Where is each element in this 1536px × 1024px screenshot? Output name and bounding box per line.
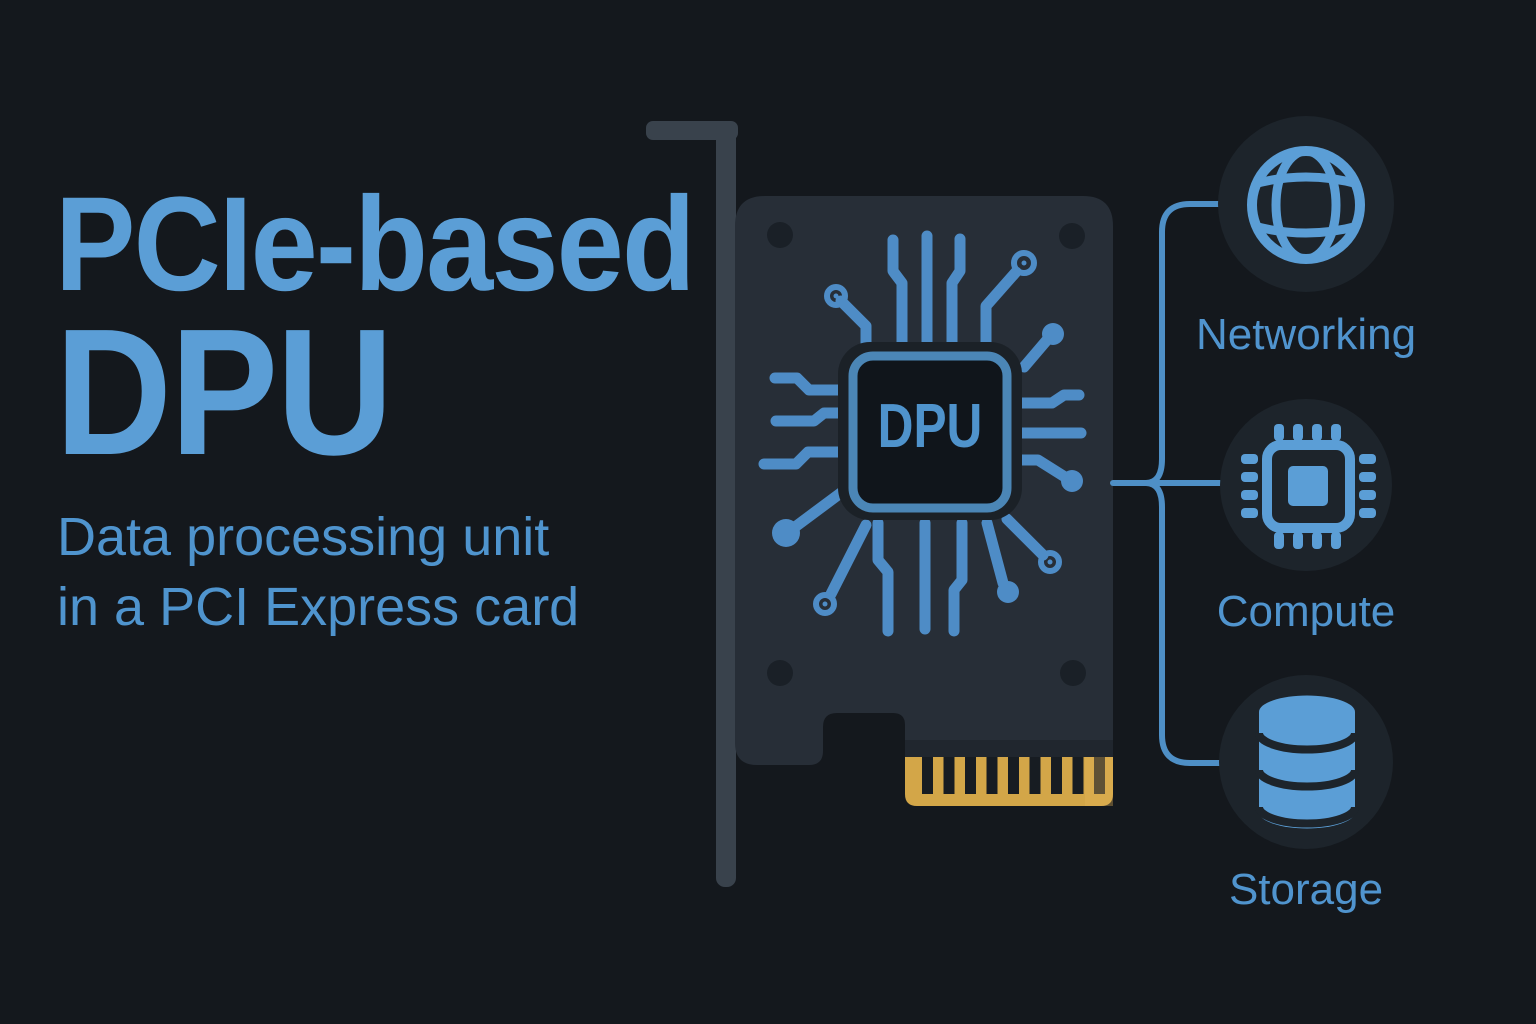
feature-label-networking: Networking xyxy=(1195,310,1417,359)
via-pad-icon xyxy=(772,519,800,547)
circuit-traces xyxy=(758,230,1087,637)
subtitle-line2: in a PCI Express card xyxy=(57,577,580,637)
via-ring-icon xyxy=(1011,250,1037,276)
via-ring-icon xyxy=(824,284,848,308)
gold-finger-slots xyxy=(922,757,1105,794)
via-pad-icon xyxy=(997,581,1019,603)
bracket-hook xyxy=(646,121,738,140)
subtitle-line1: Data processing unit xyxy=(57,507,550,567)
via-ring-icon xyxy=(813,592,837,616)
screw-hole-icon xyxy=(767,222,793,248)
feature-label-storage: Storage xyxy=(1228,865,1384,914)
cpu-chip-icon xyxy=(1241,424,1376,549)
gold-edge-connector xyxy=(905,740,1113,806)
via-pad-icon xyxy=(1042,323,1064,345)
networking-circle xyxy=(1218,116,1394,292)
gold-highlight xyxy=(1085,757,1113,806)
main-title-line2: DPU xyxy=(55,292,393,493)
bracket-bar xyxy=(716,121,736,887)
screw-hole-icon xyxy=(1059,223,1085,249)
dpu-chip xyxy=(838,342,1022,520)
via-pad-icon xyxy=(1061,470,1083,492)
globe-icon xyxy=(1247,146,1365,264)
trace-endpoints xyxy=(772,250,1083,616)
cpu-pins xyxy=(1241,424,1376,549)
feature-label-compute: Compute xyxy=(1216,587,1396,636)
chip-die-frame xyxy=(848,351,1012,513)
dpu-chip-label: DPU xyxy=(877,392,983,461)
via-ring-icon xyxy=(1038,550,1062,574)
pcie-bracket xyxy=(646,121,738,887)
screw-hole-icon xyxy=(1060,660,1086,686)
database-icon xyxy=(1255,695,1359,829)
feature-brace xyxy=(1110,201,1225,766)
screw-hole-icon xyxy=(767,660,793,686)
main-title-line1: PCIe-based xyxy=(55,170,696,319)
screw-holes xyxy=(767,222,1086,686)
subtitle: Data processing unit in a PCI Express ca… xyxy=(57,502,579,642)
connector-shadow-band xyxy=(905,740,1113,758)
